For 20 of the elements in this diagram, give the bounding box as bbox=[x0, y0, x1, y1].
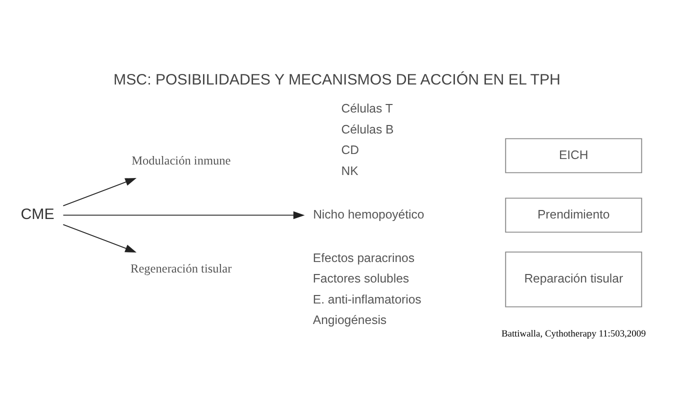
node-box: Reparación tisular bbox=[505, 251, 642, 307]
node-text: CME bbox=[20, 205, 54, 222]
diagram-title: MSC: POSIBILIDADES Y MECANISMOS DE ACCIÓN EN EL TPH bbox=[114, 71, 560, 88]
node-text: Modulación inmune bbox=[132, 153, 231, 168]
label: Factores solubles bbox=[312, 271, 410, 286]
node-text: Regeneración tisular bbox=[130, 260, 232, 275]
label: Battiwalla, Cythotherapy 11:503,2009 bbox=[501, 329, 646, 340]
arrow bbox=[62, 177, 137, 206]
node-text: Nicho hemopoyético bbox=[313, 206, 424, 221]
label: NK bbox=[341, 163, 358, 178]
node-box: EICH bbox=[505, 138, 642, 173]
node-box: Prendimiento bbox=[505, 197, 642, 232]
label: CD bbox=[341, 142, 359, 157]
label: Efectos paracrinos bbox=[312, 250, 415, 264]
label: Angiogénesis bbox=[312, 312, 387, 327]
label: E. anti-inflamatorios bbox=[312, 292, 422, 306]
arrow bbox=[62, 224, 137, 252]
label: Células T bbox=[341, 101, 393, 116]
label: Células B bbox=[341, 122, 394, 136]
arrow bbox=[62, 210, 305, 219]
